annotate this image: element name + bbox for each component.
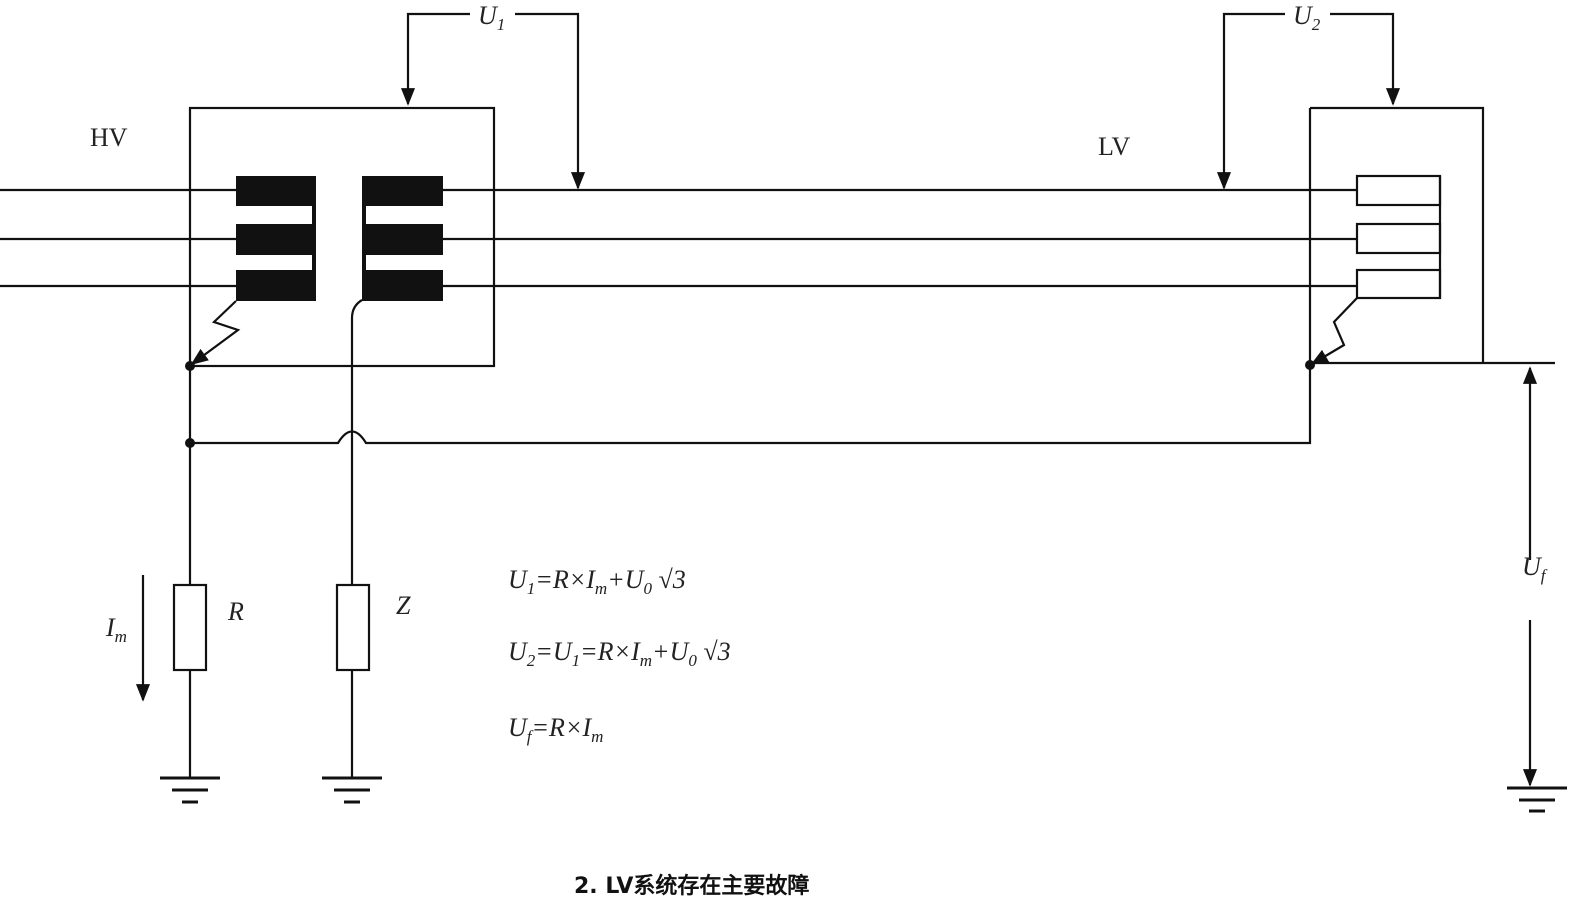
node	[1305, 360, 1315, 370]
formula-subscript: m	[595, 579, 607, 598]
lv-fault-zigzag	[1310, 297, 1358, 365]
z-label: Z	[396, 591, 411, 620]
formula-term: √3	[697, 637, 731, 666]
lv-winding	[1355, 174, 1442, 300]
formula-uf: Uf=R×Im	[508, 713, 603, 746]
formula-term: +U	[607, 565, 646, 594]
formula-subscript: m	[640, 651, 652, 670]
formula-u2: U2=U1=R×Im+U0 √3	[508, 637, 731, 670]
formula-term: √3	[652, 565, 686, 594]
formula-term: =R×I	[535, 565, 596, 594]
uf-label: Uf	[1522, 552, 1548, 585]
u2-measure-bracket	[1216, 12, 1285, 190]
u1-measure-bracket	[400, 12, 470, 106]
formula-term: U	[508, 565, 529, 594]
hv-transformer-box	[188, 106, 496, 368]
u1-label: U1	[478, 1, 505, 34]
formula-subscript: 2	[527, 651, 536, 670]
formula-subscript: 0	[688, 651, 697, 670]
u2-label: U2	[1293, 1, 1321, 34]
impedance-z	[335, 583, 371, 672]
formula-u1: U1=R×Im+U0 √3	[508, 565, 686, 598]
formula-term: U	[508, 637, 529, 666]
lv-label: LV	[1098, 132, 1130, 161]
formula-term: U	[508, 713, 529, 742]
formula-term: =U	[535, 637, 574, 666]
lv-equipment-box	[1310, 106, 1485, 363]
formula-subscript: f	[527, 727, 534, 746]
ground-icon	[1507, 786, 1567, 813]
formula-subscript: 0	[644, 579, 653, 598]
hv-secondary-winding	[362, 176, 443, 301]
hv-primary-winding	[236, 176, 316, 301]
ground-icon	[160, 776, 220, 804]
hv-fault-zigzag	[190, 300, 241, 366]
resistor-r	[172, 583, 208, 672]
hv-label: HV	[90, 123, 128, 152]
formula-subscript: 1	[527, 579, 536, 598]
formula-term: =R×I	[580, 637, 641, 666]
u1-measure-bracket	[515, 12, 586, 190]
phase-lines	[0, 188, 1357, 288]
formula-term: +U	[652, 637, 691, 666]
r-label: R	[227, 597, 244, 626]
caption: 2. LV系统存在主要故障	[574, 873, 809, 899]
ground-icon	[322, 776, 382, 804]
neutral-conductor	[350, 299, 363, 778]
formula-subscript: m	[591, 727, 603, 746]
formula-term: =R×I	[532, 713, 593, 742]
formula-subscript: 1	[572, 651, 581, 670]
u2-measure-bracket	[1330, 12, 1401, 106]
protective-earth-conductor	[190, 108, 1312, 445]
im-label: Im	[105, 613, 127, 646]
